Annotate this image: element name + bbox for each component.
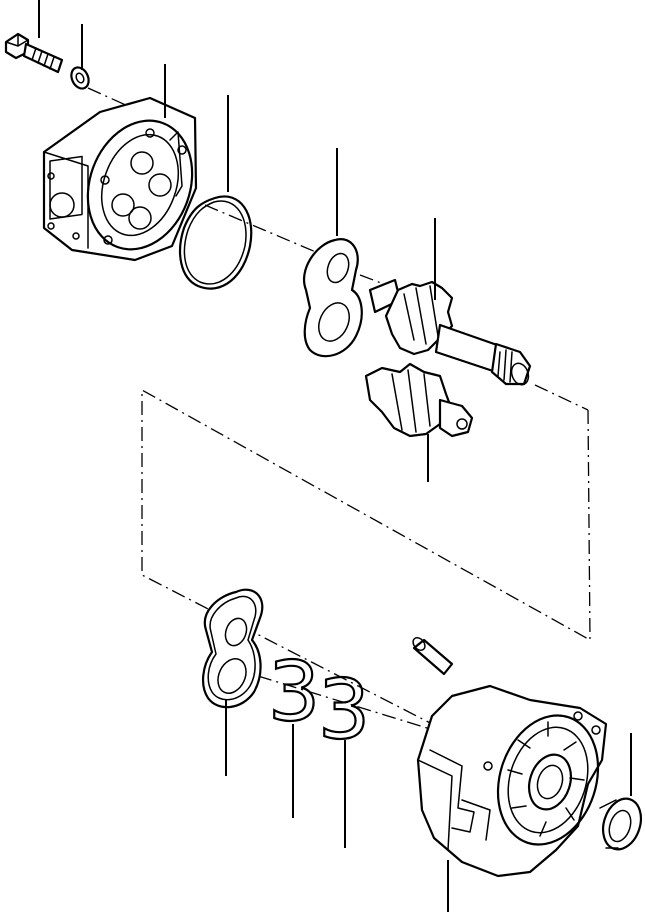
assembly-centerlines [87, 87, 591, 733]
gear-housing [416, 684, 608, 878]
callout-label-right: 3 [318, 663, 370, 758]
o-ring [178, 195, 253, 290]
driven-gear [364, 362, 474, 438]
oil-seal [599, 797, 643, 851]
leader-lines [38, 0, 632, 912]
lower-wear-plate [202, 588, 264, 709]
drive-gear-shaft [368, 278, 532, 386]
washer [70, 66, 90, 90]
callout-label-left: 3 [268, 645, 320, 740]
handwritten-callouts: 3 3 [267, 644, 371, 759]
front-cover [42, 96, 198, 262]
dowel-pin [412, 636, 454, 676]
upper-wear-plate [303, 238, 363, 358]
bolt [4, 32, 64, 74]
